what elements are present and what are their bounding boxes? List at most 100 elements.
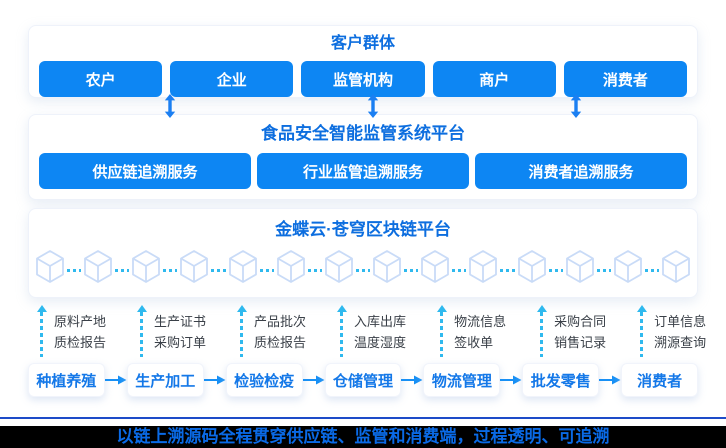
data-label-line: 产品批次 — [254, 314, 307, 329]
dotted-line-icon — [240, 312, 244, 357]
dotted-chain-link-icon — [307, 268, 322, 272]
wireframe-cube-icon — [275, 249, 307, 285]
flow-stage: 生产加工 — [126, 363, 204, 397]
data-label-item: 产品批次质检报告 — [228, 305, 306, 357]
data-label-line: 入库出库 — [354, 314, 407, 329]
flow-stage: 检验检疫 — [225, 363, 303, 397]
wireframe-cube-icon — [419, 249, 451, 285]
customer-button: 企业 — [170, 61, 294, 97]
wireframe-cube-icon — [82, 249, 114, 285]
data-label-line: 签收单 — [454, 335, 494, 350]
data-label-line: 物流信息 — [454, 314, 507, 329]
supply-chain-flow-row: 种植养殖生产加工检验检疫仓储管理物流管理批发零售消费者 — [28, 363, 699, 397]
wireframe-cube-icon — [660, 249, 692, 285]
dotted-chain-link-icon — [355, 268, 371, 272]
caption-bar: 以链上溯源码全程贯穿供应链、监管和消费端，过程透明、可追溯 — [0, 426, 726, 448]
bidirectional-arrow-row — [0, 94, 726, 118]
data-label-line: 采购订单 — [154, 335, 207, 350]
flow-stage: 物流管理 — [423, 363, 501, 397]
dotted-chain-link-icon — [115, 268, 130, 272]
service-button: 行业监管追溯服务 — [257, 153, 469, 189]
customer-groups-title: 客户群体 — [330, 35, 395, 52]
dotted-chain-link-icon — [548, 268, 563, 272]
right-arrow-icon — [599, 375, 621, 385]
data-label-item: 入库出库温度湿度 — [328, 305, 406, 357]
dotted-chain-link-icon — [163, 268, 178, 272]
customer-button: 消费者 — [563, 61, 688, 97]
dotted-chain-link-icon — [404, 268, 419, 272]
data-label-item: 物流信息签收单 — [428, 305, 506, 357]
up-arrow-icon — [336, 305, 347, 312]
data-label-line: 溯源查询 — [654, 335, 707, 350]
data-label-item: 订单信息溯源查询 — [628, 305, 706, 357]
data-label-item: 采购合同销售记录 — [528, 305, 606, 357]
regulation-platform-title: 食品安全智能监管系统平台 — [261, 124, 465, 143]
customer-buttons-row: 农户企业监管机构商户消费者 — [29, 61, 697, 97]
dotted-chain-link-icon — [67, 268, 82, 272]
customer-button: 商户 — [432, 61, 556, 97]
flow-stage: 批发零售 — [522, 363, 600, 397]
service-button: 消费者追溯服务 — [475, 153, 687, 189]
wireframe-cube-icon — [130, 249, 162, 285]
wireframe-cube-icon — [227, 249, 259, 285]
dotted-chain-link-icon — [644, 268, 660, 272]
blockchain-platform-card: 金蝶云·苍穹区块链平台 — [28, 208, 698, 298]
data-label-line: 质检报告 — [254, 335, 307, 350]
flow-stage: 消费者 — [621, 363, 699, 397]
right-arrow-icon — [401, 375, 423, 385]
dotted-line-icon — [140, 312, 144, 357]
up-arrow-icon — [536, 305, 547, 312]
dotted-line-icon — [340, 312, 344, 357]
flow-stage: 仓储管理 — [324, 363, 402, 397]
blockchain-node-row — [29, 245, 697, 289]
divider-line — [0, 417, 726, 419]
customer-groups-card: 客户群体 农户企业监管机构商户消费者 — [28, 25, 698, 98]
dotted-line-icon — [640, 312, 644, 357]
wireframe-cube-icon — [178, 249, 210, 285]
regulation-platform-card: 食品安全智能监管系统平台 供应链追溯服务行业监管追溯服务消费者追溯服务 — [28, 114, 698, 200]
dotted-chain-link-icon — [259, 268, 274, 272]
up-arrow-icon — [436, 305, 447, 312]
blockchain-platform-title: 金蝶云·苍穹区块链平台 — [275, 220, 451, 239]
updown-arrow-icon — [367, 94, 379, 118]
data-label-line: 采购合同 — [554, 314, 607, 329]
service-buttons-row: 供应链追溯服务行业监管追溯服务消费者追溯服务 — [29, 153, 697, 189]
wireframe-cube-icon — [612, 249, 644, 285]
right-arrow-icon — [302, 375, 325, 385]
service-button: 供应链追溯服务 — [39, 153, 251, 189]
up-arrow-icon — [136, 305, 147, 312]
dotted-line-icon — [540, 312, 544, 357]
dotted-line-icon — [440, 312, 444, 357]
data-label-item: 生产证书采购订单 — [128, 305, 206, 357]
right-arrow-icon — [500, 375, 522, 385]
data-label-line: 生产证书 — [154, 314, 207, 329]
data-label-line: 销售记录 — [554, 335, 607, 350]
wireframe-cube-icon — [371, 249, 403, 285]
customer-button: 监管机构 — [301, 61, 425, 97]
dotted-line-icon — [40, 312, 43, 357]
data-label-line: 质检报告 — [54, 335, 107, 350]
wireframe-cube-icon — [516, 249, 548, 285]
data-label-line: 温度湿度 — [354, 335, 407, 350]
wireframe-cube-icon — [564, 249, 596, 285]
dotted-chain-link-icon — [211, 268, 226, 272]
wireframe-cube-icon — [467, 249, 499, 285]
up-arrow-icon — [36, 305, 47, 312]
data-label-line: 订单信息 — [654, 314, 707, 329]
caption-text: 以链上溯源码全程贯穿供应链、监管和消费端，过程透明、可追溯 — [116, 427, 610, 446]
customer-button: 农户 — [39, 61, 163, 97]
updown-arrow-icon — [570, 94, 582, 118]
dotted-chain-link-icon — [500, 268, 515, 272]
wireframe-cube-icon — [34, 249, 66, 285]
up-arrow-icon — [236, 305, 247, 312]
updown-arrow-icon — [164, 94, 176, 118]
wireframe-cube-icon — [323, 249, 355, 285]
data-label-item: 原料产地质检报告 — [28, 305, 106, 357]
right-arrow-icon — [203, 375, 226, 385]
dotted-chain-link-icon — [596, 268, 611, 272]
up-arrow-icon — [636, 305, 647, 312]
right-arrow-icon — [104, 375, 127, 385]
flow-stage: 种植养殖 — [28, 363, 105, 397]
dotted-chain-link-icon — [452, 268, 467, 272]
